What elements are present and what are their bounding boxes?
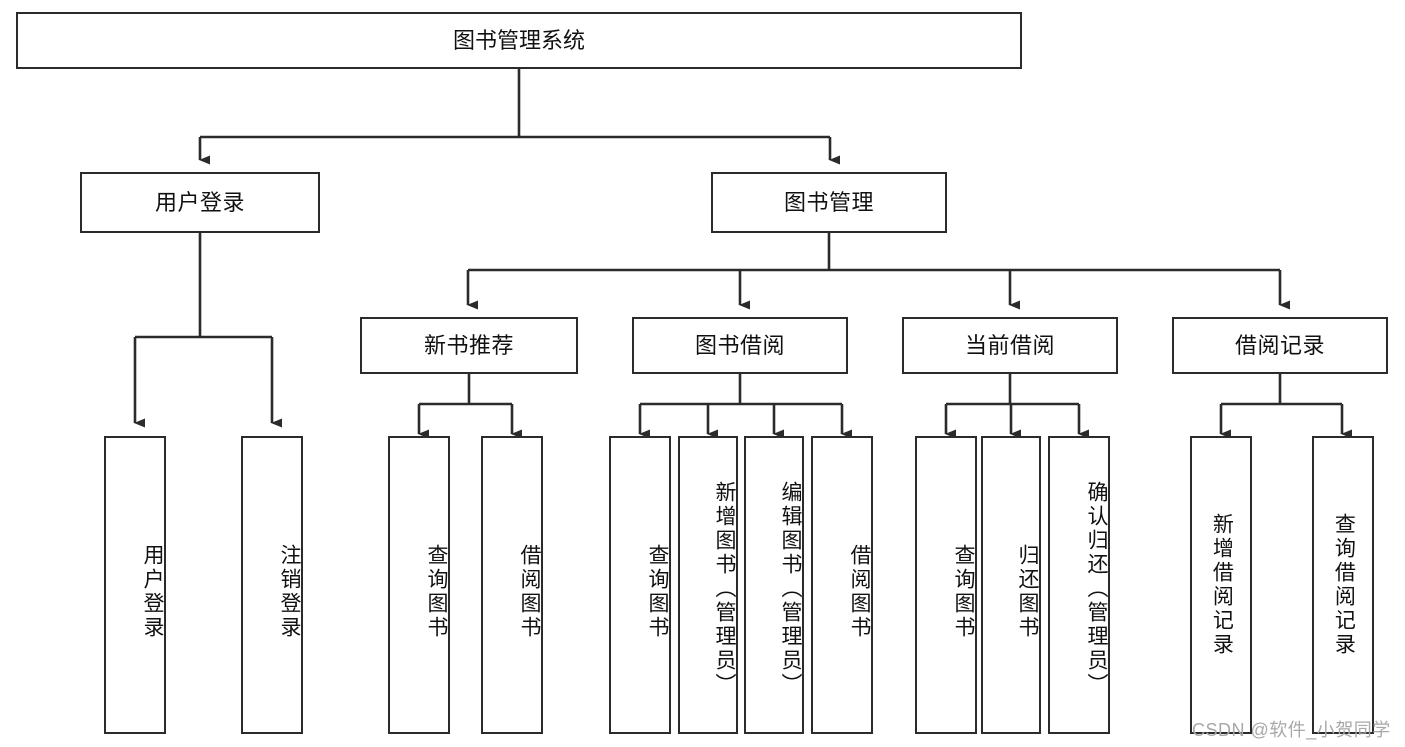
node-label: 查询图书 (952, 544, 975, 640)
node-current-borrow[interactable]: 当前借阅 (902, 317, 1118, 374)
leaf-record-add-record[interactable]: 新增借阅记录 (1190, 436, 1252, 734)
node-label: 查询借阅记录 (1332, 513, 1356, 657)
node-label: 编辑图书（管理员） (779, 481, 802, 697)
leaf-borrow-add-book-admin[interactable]: 新增图书（管理员） (678, 436, 738, 734)
leaf-borrow-borrow-book[interactable]: 借阅图书 (811, 436, 873, 734)
leaf-current-return-book[interactable]: 归还图书 (981, 436, 1041, 734)
node-borrow-record[interactable]: 借阅记录 (1172, 317, 1388, 374)
node-label: 用户登录 (141, 544, 164, 640)
node-book-management[interactable]: 图书管理 (711, 172, 947, 233)
leaf-recommend-borrow-book[interactable]: 借阅图书 (481, 436, 543, 734)
node-label: 图书借阅 (694, 332, 785, 358)
leaf-user-login-login[interactable]: 用户登录 (104, 436, 166, 734)
leaf-recommend-query-book[interactable]: 查询图书 (388, 436, 450, 734)
node-label: 借阅图书 (848, 544, 871, 640)
node-user-login[interactable]: 用户登录 (80, 172, 320, 233)
node-label: 归还图书 (1016, 544, 1039, 640)
leaf-current-query-book[interactable]: 查询图书 (915, 436, 977, 734)
node-label: 新书推荐 (423, 332, 514, 358)
node-root-system[interactable]: 图书管理系统 (16, 12, 1022, 69)
node-label: 当前借阅 (964, 332, 1055, 358)
leaf-record-query-record[interactable]: 查询借阅记录 (1312, 436, 1374, 734)
node-label: 注销登录 (278, 544, 301, 640)
leaf-borrow-edit-book-admin[interactable]: 编辑图书（管理员） (744, 436, 804, 734)
leaf-current-confirm-return-admin[interactable]: 确认归还（管理员） (1048, 436, 1110, 734)
node-book-borrow[interactable]: 图书借阅 (632, 317, 848, 374)
node-label: 图书管理系统 (452, 27, 585, 53)
node-label: 查询图书 (425, 544, 448, 640)
node-label: 查询图书 (646, 544, 669, 640)
node-label: 新增借阅记录 (1210, 513, 1234, 657)
leaf-user-login-logout[interactable]: 注销登录 (241, 436, 303, 734)
node-label: 图书管理 (783, 189, 874, 215)
node-label: 借阅图书 (518, 544, 541, 640)
watermark-text: CSDN @软件_小贺同学 (1192, 720, 1391, 740)
node-label: 用户登录 (154, 189, 245, 215)
node-label: 新增图书（管理员） (713, 481, 736, 697)
node-label: 确认归还（管理员） (1085, 481, 1108, 697)
node-new-book-recommend[interactable]: 新书推荐 (360, 317, 578, 374)
leaf-borrow-query-book[interactable]: 查询图书 (609, 436, 671, 734)
node-label: 借阅记录 (1234, 332, 1325, 358)
